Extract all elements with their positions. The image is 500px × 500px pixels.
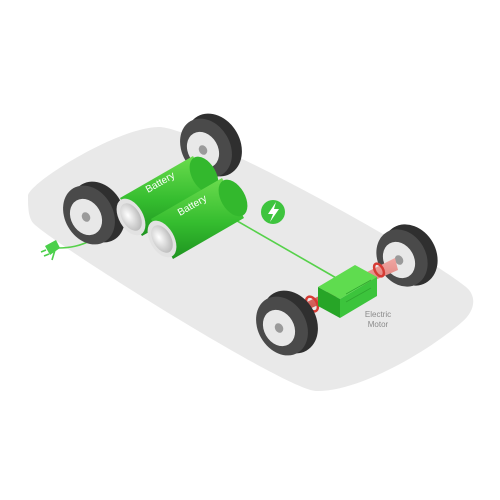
lightning-icon (261, 200, 285, 224)
battery-1: Battery (116, 156, 219, 236)
rear-left-wheel (63, 181, 125, 245)
battery-to-motor-wire (231, 217, 339, 280)
motor-label-line2: Motor (367, 320, 389, 329)
front-left-wheel (256, 290, 318, 356)
electric-motor (318, 265, 377, 318)
electric-motor-label: Electric Motor (346, 310, 410, 330)
plug-icon (40, 240, 60, 261)
battery-2: Battery (147, 178, 248, 259)
motor-label-line1: Electric (364, 310, 392, 319)
